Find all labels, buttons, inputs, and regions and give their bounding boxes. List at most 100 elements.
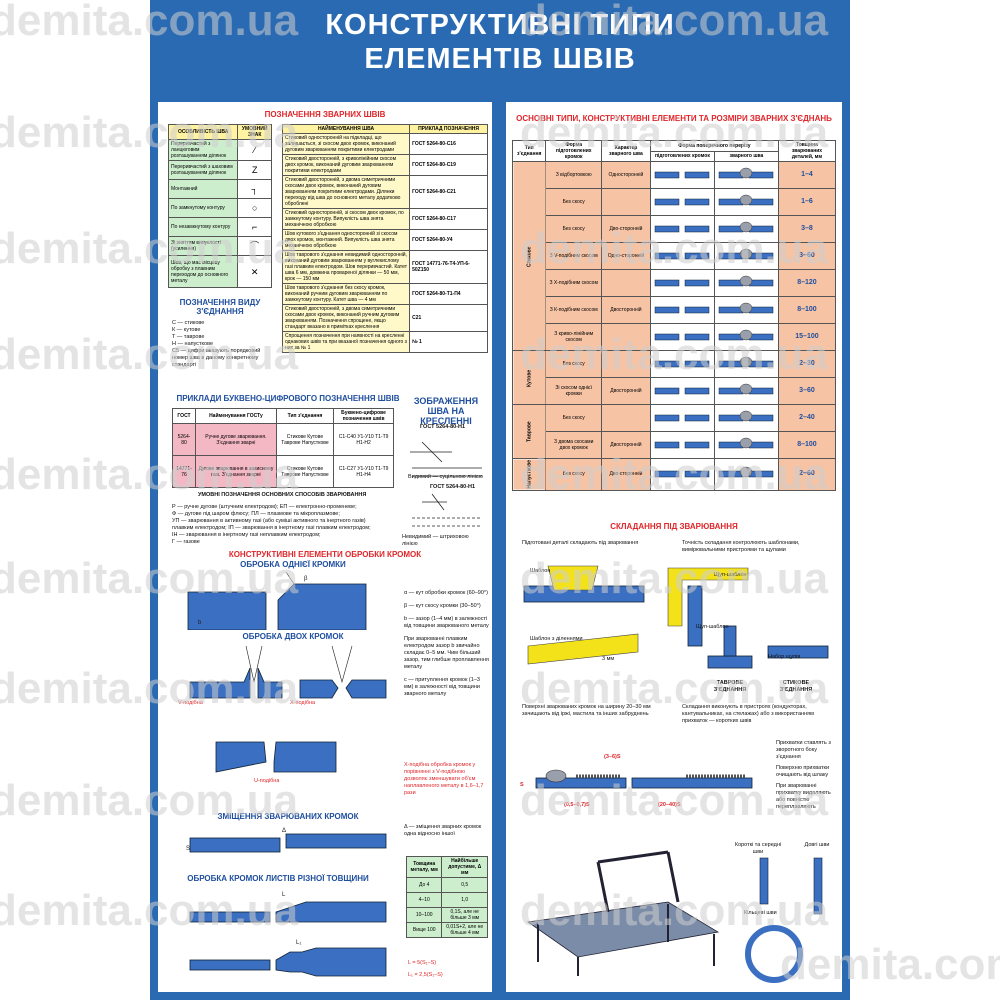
legend-item: При зварюванні плавким електродом зазор … [404, 636, 489, 670]
drawing-sketch [410, 441, 482, 527]
thickness-cell: 3–60 [777, 377, 837, 405]
drawing-example-2: ГОСТ 5264-80-Н1 [430, 484, 476, 490]
offset-cell: 0,1S, але не більше 3 мм [441, 907, 488, 923]
prepared-section-cell [649, 431, 715, 459]
table-row: Стиковий двосторонній, з криволінійним с… [281, 154, 488, 176]
edge-form-cell: З Х-подібним скосом [545, 269, 602, 297]
thickness-cell: 2–40 [777, 404, 837, 432]
table-row: Шов кутового з'єднання односторонній зі … [281, 229, 488, 251]
tack-note: Поверхню прихватки очищають від шлаку [776, 765, 830, 778]
types-heading: ОСНОВНІ ТИПИ, КОНСТРУКТИВНІ ЕЛЕМЕНТИ ТА … [516, 114, 832, 123]
example-cell: ГОСТ 5264-80-С16 [409, 133, 488, 155]
naming-cell: Шов кутового з'єднання односторонній зі … [281, 229, 411, 251]
seam-section-cell [713, 161, 779, 189]
examples-cell: Ручне дугове зварювання. З'єднання зварн… [195, 423, 277, 456]
offset-cell: Вище 100 [405, 922, 443, 938]
title-line-1: КОНСТРУКТИВНІ ТИПИ [325, 9, 675, 41]
table-row: Стиковий двосторонній, з двома симетричн… [281, 304, 488, 332]
edge-form-cell: Без скосу [545, 404, 602, 432]
seam-character-cell: Двосторонній [600, 431, 651, 459]
examples-header: Буквено-цифрове позначення швів [333, 408, 394, 424]
prepared-section-cell [649, 350, 715, 378]
edge-form-cell: Зі скосом однієї кромки [545, 377, 602, 405]
thickness-cell: 3–8 [777, 215, 837, 243]
naming-cell: Стиковий двосторонній, з криволінійним с… [281, 154, 411, 176]
seam-character-cell: Двосторонній [600, 377, 651, 405]
seam-section-icon [718, 248, 774, 260]
kind-item: С5 — цифри вказують порядковий номер шва… [172, 348, 261, 368]
visible-label: Видимий — суцільною лінією [408, 474, 483, 480]
prepared-section-icon [654, 225, 710, 233]
assembly-note-2: Точність складання контролюють шаблонами… [682, 540, 800, 553]
offset-heading: ЗМІЩЕННЯ ЗВАРЮВАНИХ КРОМОК [217, 812, 359, 821]
seam-section-cell [713, 242, 779, 270]
table-row: По замкнутому контуру○ [167, 198, 272, 218]
u-label: U-подібна [254, 778, 280, 784]
tack-note: При зварюванні прихватку видаляють або п… [776, 783, 831, 810]
method-item: Р — ручне дугове (штучним електродом); Е… [172, 504, 357, 510]
prepared-section-icon [654, 414, 710, 422]
seam-character-cell: Дво-сторонній [600, 458, 651, 491]
seam-section-cell [713, 431, 779, 459]
thickness-cell: 1–6 [777, 188, 837, 216]
dim-2: (0,5–0,7)S [564, 802, 590, 808]
examples-cell: С1-С27 У1-У10 Т1-Т9 Н1-Н4 [333, 455, 394, 488]
prepared-section-cell [649, 296, 715, 324]
sym-cell: Шов, що має місцеву обробку з плавним пе… [167, 255, 239, 288]
seam-character-cell [600, 323, 651, 351]
joint-type-cell: Стикове [512, 161, 546, 351]
two-edges-sketch [189, 645, 387, 773]
example-cell: ГОСТ 5264-80-С19 [409, 154, 488, 176]
naming-cell: Стиковий односторонній на підкладці, що … [281, 133, 411, 155]
long-seams-label: Довгі шви [804, 842, 830, 848]
edge-form-cell: Без скосу [545, 458, 602, 491]
joint-type-cell: Кутове [512, 350, 546, 405]
prepared-section-cell [649, 269, 715, 297]
examples-cell: Дугове зварювання в захисному газі. З'єд… [195, 455, 277, 488]
offset-sketch: SΔ [186, 828, 387, 853]
table-row: Стиковий двосторонній, з двома симетричн… [281, 175, 488, 209]
method-item: Ф — дугове під шаром флюсу; ПЛ — плазмов… [172, 511, 340, 517]
prepared-section-icon [654, 471, 710, 478]
thickness-heading: ОБРОБКА КРОМОК ЛИСТІВ РІЗНОЇ ТОВЩИНИ [187, 874, 369, 883]
naming-cell: Стиковий двосторонній, з двома симетричн… [281, 304, 411, 332]
legend-note: Х-подібна обробка кромок у порівнянні з … [404, 762, 484, 796]
thickness-cell: 1–4 [777, 161, 837, 189]
prepared-section-icon [654, 360, 710, 368]
prepared-section-cell [649, 404, 715, 432]
edge-form-cell: З двома скосами двох кромок [545, 431, 602, 459]
prepared-section-cell [649, 215, 715, 243]
template-label: Шаблон [530, 568, 551, 574]
sym-glyph-cell: ✕ [237, 255, 272, 288]
kind-item: Т — таврове [172, 334, 205, 340]
method-item: Г — газове [172, 539, 200, 545]
sym-cell: По незамкнутому контуру [167, 217, 239, 237]
seam-section-icon [718, 275, 774, 287]
edge-form-cell: Без скосу [545, 215, 602, 243]
sym-header: ОСОБЛИВІСТЬ ШВА [167, 124, 239, 140]
naming-cell: Стиковий односторонній, зі скосом двох к… [281, 208, 411, 230]
table-row: Зі зняттям випуклості (усилення)⌒ [167, 236, 272, 256]
prepared-section-icon [654, 306, 710, 314]
drawing-heading: ЗОБРАЖЕННЯ ШВА НА КРЕСЛЕННІ [413, 396, 479, 426]
tack-notes: Прихватки ставлять з зворотного боку з'є… [776, 740, 838, 815]
fixture-sketch [526, 850, 720, 976]
naming-cell: Спрощення позначення при наявності на кр… [281, 331, 411, 353]
drawing-example-1: ГОСТ 5264-80-Н1 [420, 424, 466, 430]
probe-template-label: Щуп-шаблон [714, 572, 747, 578]
seam-section-icon [718, 383, 774, 395]
examples-header: Найменування ГОСТу [195, 408, 277, 424]
svg-text:b: b [198, 620, 202, 626]
prepared-section-cell [649, 323, 715, 351]
sym-glyph-cell: ⌐ [237, 217, 272, 237]
divided-template-label: Шаблон з діленнями [530, 636, 583, 642]
naming-cell: Шов таврового з'єднання невидимий одност… [281, 250, 411, 284]
seam-section-icon [718, 302, 774, 314]
